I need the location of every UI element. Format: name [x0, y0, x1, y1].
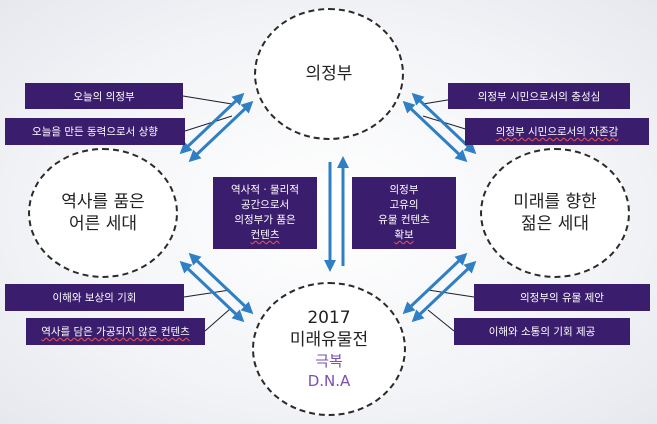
- circle-right: 미래를 향한 젊은 세대: [480, 148, 630, 278]
- arrow-bl-b: [188, 252, 254, 315]
- circle-right-line2: 젊은 세대: [521, 214, 589, 234]
- box-bottom-right-2-label: 이해와 소통의 기회 제공: [488, 326, 596, 338]
- center-right-line3: 유물 컨텐츠: [378, 214, 430, 226]
- circle-bottom-line1: 2017: [307, 308, 351, 328]
- box-bottom-left-1-label: 이해와 보상의 기회: [52, 292, 137, 304]
- center-left-line1: 역사적 · 물리적: [231, 184, 299, 196]
- arrow-br-b: [402, 252, 468, 315]
- box-top-right-1-label: 의정부 시민으로서의 충성심: [477, 90, 601, 103]
- center-left-line2: 공간으로서: [240, 199, 290, 211]
- box-top-left-1: 오늘의 의정부: [25, 83, 183, 109]
- circle-bottom-line3: 극복: [315, 352, 343, 370]
- arrow-tl-b: [188, 100, 254, 163]
- circle-bottom-line2: 미래유물전: [289, 330, 369, 350]
- box-bottom-left-2: 역사를 담은 가공되지 않은 컨텐츠: [26, 318, 205, 345]
- circle-top: 의정부: [254, 8, 404, 140]
- box-top-left-2: 오늘을 만든 동력으로서 상향: [5, 118, 185, 145]
- box-bottom-left-1: 이해와 보상의 기회: [5, 284, 184, 311]
- box-top-right-2: 의정부 시민으로서의 자존감: [465, 118, 649, 145]
- center-box-left: 역사적 · 물리적 공간으로서 의정부가 품은 컨텐츠: [213, 177, 317, 249]
- circle-bottom-line4: D.N.A: [307, 372, 351, 390]
- box-top-left-2-label: 오늘을 만든 동력으로서 상향: [32, 126, 158, 138]
- box-bottom-right-1: 의정부의 유물 제안: [474, 284, 650, 311]
- circle-left-line2: 어른 세대: [69, 214, 137, 234]
- box-bottom-left-2-label: 역사를 담은 가공되지 않은 컨텐츠: [41, 326, 190, 338]
- arrow-tr-b: [402, 100, 468, 163]
- box-top-left-1-label: 오늘의 의정부: [73, 90, 135, 103]
- box-bottom-right-1-label: 의정부의 유물 제안: [520, 292, 604, 304]
- circle-top-label: 의정부: [305, 64, 353, 84]
- center-right-line4: 확보: [394, 229, 414, 241]
- center-left-line3: 의정부가 품은: [234, 214, 296, 226]
- circle-bottom: 2017 미래유물전 극복 D.N.A: [252, 282, 406, 416]
- center-left-line4: 컨텐츠: [250, 229, 280, 241]
- center-right-line1: 의정부: [389, 184, 419, 196]
- circle-right-line1: 미래를 향한: [513, 192, 597, 212]
- box-top-right-2-label: 의정부 시민으로서의 자존감: [495, 126, 619, 138]
- center-box-right: 의정부 고유의 유물 컨텐츠 확보: [352, 177, 456, 249]
- center-right-line2: 고유의: [389, 199, 419, 211]
- circle-left: 역사를 품은 어른 세대: [28, 148, 178, 278]
- box-bottom-right-2: 이해와 소통의 기회 제공: [454, 318, 630, 345]
- box-top-right-1: 의정부 시민으로서의 충성심: [448, 83, 630, 109]
- circle-left-line1: 역사를 품은: [61, 192, 145, 212]
